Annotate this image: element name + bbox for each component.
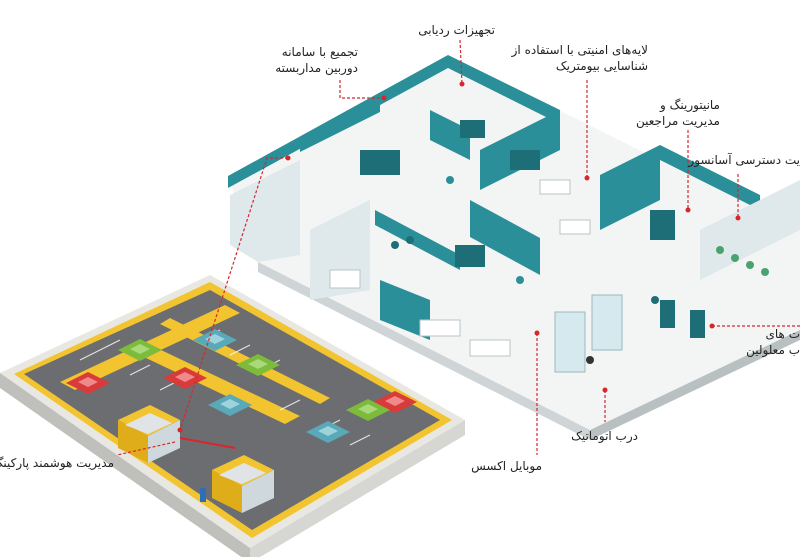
label-line-2: مدیریت مراجعین xyxy=(636,114,720,128)
label-line-2: شناسایی بیومتریک xyxy=(555,59,648,73)
label-disabled-access: ت های ب معلولین xyxy=(746,326,800,358)
label-text: موبایل اکسس xyxy=(471,459,542,473)
label-tracking-equipment: تجهیزات ردیابی xyxy=(418,22,495,38)
label-mobile-access: موبایل اکسس xyxy=(471,458,542,474)
callout-lines xyxy=(116,39,800,456)
label-smart-parking: مدیریت هوشمند پارکینگ xyxy=(0,455,114,471)
callout-dots xyxy=(177,81,741,433)
label-line-2: دوربین مداربسته xyxy=(275,61,358,75)
people xyxy=(391,176,769,364)
turnstile xyxy=(660,300,705,338)
label-line-1: ت های xyxy=(765,327,800,341)
parking-lot xyxy=(0,275,465,557)
label-text: یت دسترسی آسانسور xyxy=(688,153,800,167)
label-text: مدیریت هوشمند پارکینگ xyxy=(0,456,114,470)
label-line-1: مانیتورینگ و xyxy=(660,98,720,112)
label-visitor-management: مانیتورینگ و مدیریت مراجعین xyxy=(636,97,720,129)
label-text: تجهیزات ردیابی xyxy=(418,23,495,37)
parking-booth xyxy=(212,455,274,513)
building xyxy=(228,55,800,440)
parking-sign-icon xyxy=(200,488,206,502)
automatic-door xyxy=(554,294,623,373)
label-biometric-security: لایه‌های امنیتی با استفاده از شناسایی بی… xyxy=(512,42,648,74)
parking-booth xyxy=(118,405,180,463)
label-elevator-access: یت دسترسی آسانسور xyxy=(688,152,800,168)
label-line-2: ب معلولین xyxy=(746,343,800,357)
label-text: درب اتوماتیک xyxy=(571,429,638,443)
label-line-1: تجمیع با سامانه xyxy=(281,45,358,59)
label-automatic-door: درب اتوماتیک xyxy=(571,428,638,444)
label-line-1: لایه‌های امنیتی با استفاده از xyxy=(511,43,648,57)
label-cctv-integration: تجمیع با سامانه دوربین مداربسته xyxy=(275,44,358,76)
parked-cars xyxy=(66,329,417,443)
